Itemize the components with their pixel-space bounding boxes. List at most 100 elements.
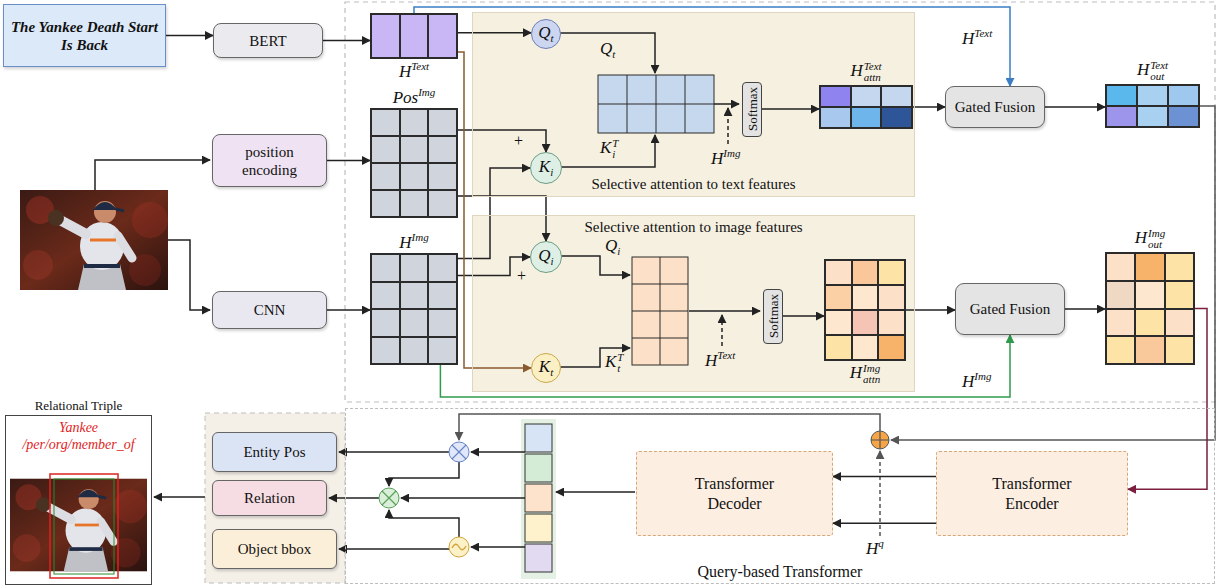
output-photo [54,479,114,574]
matrix-cell [371,109,400,136]
multiply-operator [452,445,466,459]
matrix-cell [825,285,852,310]
symbol-circle: Qt [531,19,561,49]
math-script: t [612,48,615,60]
panel-fill [472,12,915,197]
box-text: Entity Pos [243,443,305,461]
score-matrix [598,75,714,133]
softmax-box: Softmax [763,289,783,344]
math-script: out [1148,239,1165,250]
multiply-operator [379,442,469,508]
matrix-cell [881,86,912,107]
math-script: t [551,32,554,44]
math-script: q [878,537,884,549]
connector [1065,308,1105,310]
panel-title: Selective attention to text features [591,176,795,192]
math-symbol: Q [605,236,617,255]
math-script: t [617,363,623,374]
attention-wires [561,135,655,167]
matrix-cell [428,337,457,365]
outer-region [345,2,1215,402]
math-script: i [617,245,620,257]
box-text: The Yankee Death Start Is Back [10,18,160,54]
connector [458,52,531,368]
matrix-cell [1165,309,1194,337]
add-operator [871,431,889,449]
feature-matrix: HImgattn [824,259,906,361]
matrix-cell [1137,85,1168,106]
panel-fill [472,215,915,392]
math-script: Text [717,349,735,361]
matrix-cell [1135,281,1164,309]
add-operator [871,431,889,449]
matrix-cell [878,260,905,285]
attention-wires [727,108,729,144]
query-vector [521,419,556,579]
module-panel: Selective attention to text featuresQtKi… [472,12,915,197]
matrix-cell [1106,85,1137,106]
math-symbol: H [962,372,974,391]
process-box: Transformer Encoder [936,451,1128,536]
math-symbol: K [600,138,611,157]
math-symbol: H [399,233,411,252]
output-photo [50,474,118,578]
box-text: CNN [254,301,286,319]
math-label: KTi [600,138,618,160]
connector [906,309,955,311]
score-matrix-image [632,257,688,365]
math-script: Text [1150,60,1168,71]
math-script: Img [418,86,435,98]
query-vector [521,419,556,579]
math-label: HImg [962,371,991,390]
box-text: BERT [249,32,286,50]
query-vector [525,544,552,572]
head-wires [471,546,525,548]
matrix-cell [1165,281,1194,309]
math-label: HText [962,28,992,47]
process-box: BERT [213,23,323,58]
attention-wires [561,256,630,275]
connector [166,35,213,37]
multiply-operator [382,491,396,505]
math-script: out [1150,71,1168,82]
matrix-cell [820,107,851,128]
connector [762,108,819,110]
attention-wires [560,33,655,73]
matrix-cell [400,190,429,217]
math-script: Text [974,27,992,39]
math-symbol: H [399,62,411,81]
math-label: Qi [605,237,620,257]
panel-title: Query-based Transformer [698,563,863,580]
connector [833,476,936,478]
matrix-cell [852,260,879,285]
math-script: attn [864,72,882,83]
matrix-cell [428,136,457,163]
process-box: Relation [212,480,327,516]
matrix-cell [400,282,429,310]
connector [327,309,370,311]
fusion-wires [459,106,1215,536]
query-vector [525,514,552,542]
matrix-cell [428,309,457,337]
box-text: Gated Fusion [970,300,1050,318]
connector [414,7,1010,86]
activation-operator [449,537,469,557]
module-panel: Selective attention to image featuresQiK… [472,215,915,392]
process-box: position encoding [212,134,327,187]
math-script: Img [863,363,880,374]
attention-wires [560,33,760,367]
head-wires [556,491,635,493]
math-script: t [550,366,553,378]
math-script: Img [412,231,429,243]
head-wires [389,510,459,537]
output-heading: Relational Triple [35,398,123,413]
softmax-text: Softmax [766,294,781,338]
math-symbol: K [539,357,550,376]
math-script: attn [863,374,880,385]
math-label: + [517,268,526,284]
matrix-cell [428,14,457,58]
input-photo [20,190,168,290]
matrix-cell [881,107,912,128]
symbol-circle: Qi [530,241,562,273]
matrix-cell [400,163,429,190]
